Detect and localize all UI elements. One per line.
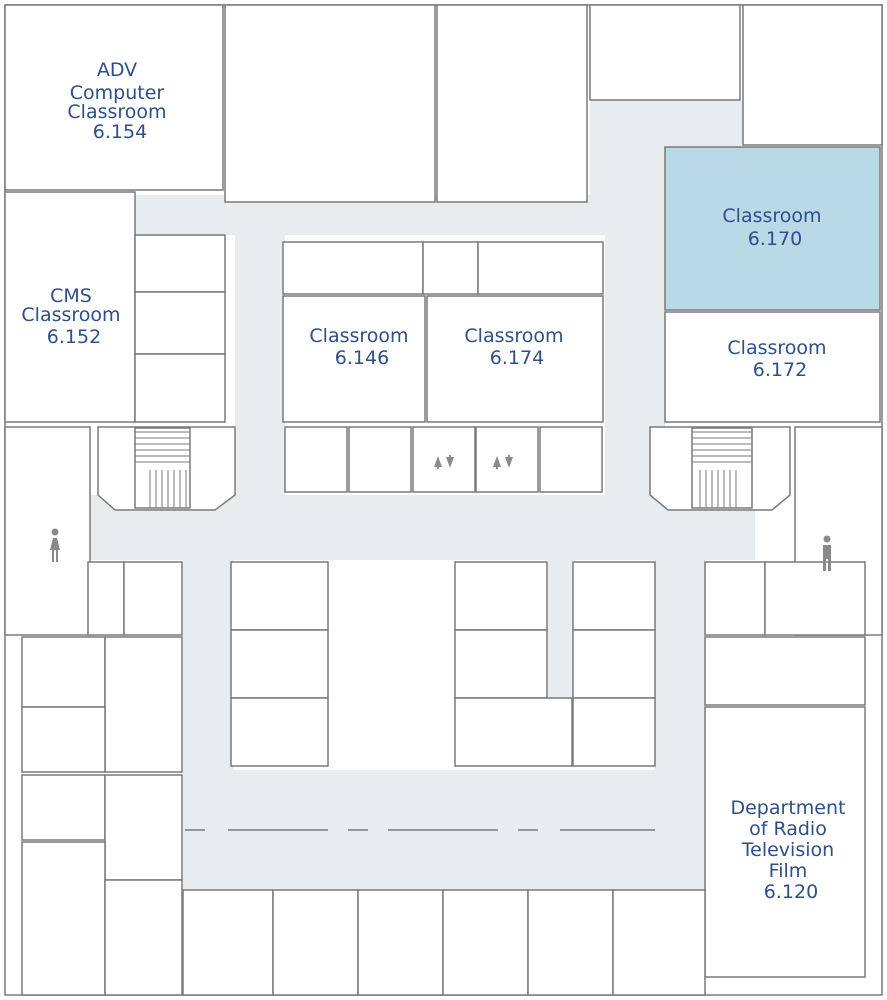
- elevator-left: [412, 426, 476, 493]
- elevator-arrows-icon: [493, 455, 513, 469]
- stairwell-right: [649, 426, 791, 511]
- center-block: [282, 241, 604, 493]
- room-6120-label: Department of Radio Television Film 6.12…: [730, 797, 851, 903]
- womens-restroom-icon: [50, 528, 60, 562]
- lower-blocks: [185, 561, 656, 831]
- room-6152[interactable]: [4, 191, 136, 423]
- stairwell-left: [97, 426, 236, 511]
- room-6170-label: Classroom 6.170: [722, 205, 827, 250]
- room-6170-highlighted[interactable]: [664, 146, 881, 311]
- room-6154[interactable]: [4, 4, 224, 191]
- room-6172[interactable]: [664, 311, 881, 423]
- room-6174[interactable]: [426, 295, 604, 423]
- mens-restroom-icon: [823, 535, 831, 571]
- room-6172-label: Classroom 6.172: [727, 337, 832, 381]
- room-6146-label: Classroom 6.146: [309, 325, 414, 369]
- top-rooms: [4, 4, 883, 203]
- bottom-rooms: [182, 889, 706, 996]
- room-6174-label: Classroom 6.174: [464, 325, 569, 369]
- elevator-arrows-icon: [434, 455, 454, 469]
- room-6152-label: CMS Classroom 6.152: [21, 285, 126, 348]
- room-6154-label: ADV Computer Classroom 6.154: [67, 59, 172, 143]
- right-rooms: [664, 146, 883, 978]
- room-6120[interactable]: [704, 706, 866, 978]
- room-6146[interactable]: [282, 295, 426, 423]
- left-rooms: [4, 191, 226, 996]
